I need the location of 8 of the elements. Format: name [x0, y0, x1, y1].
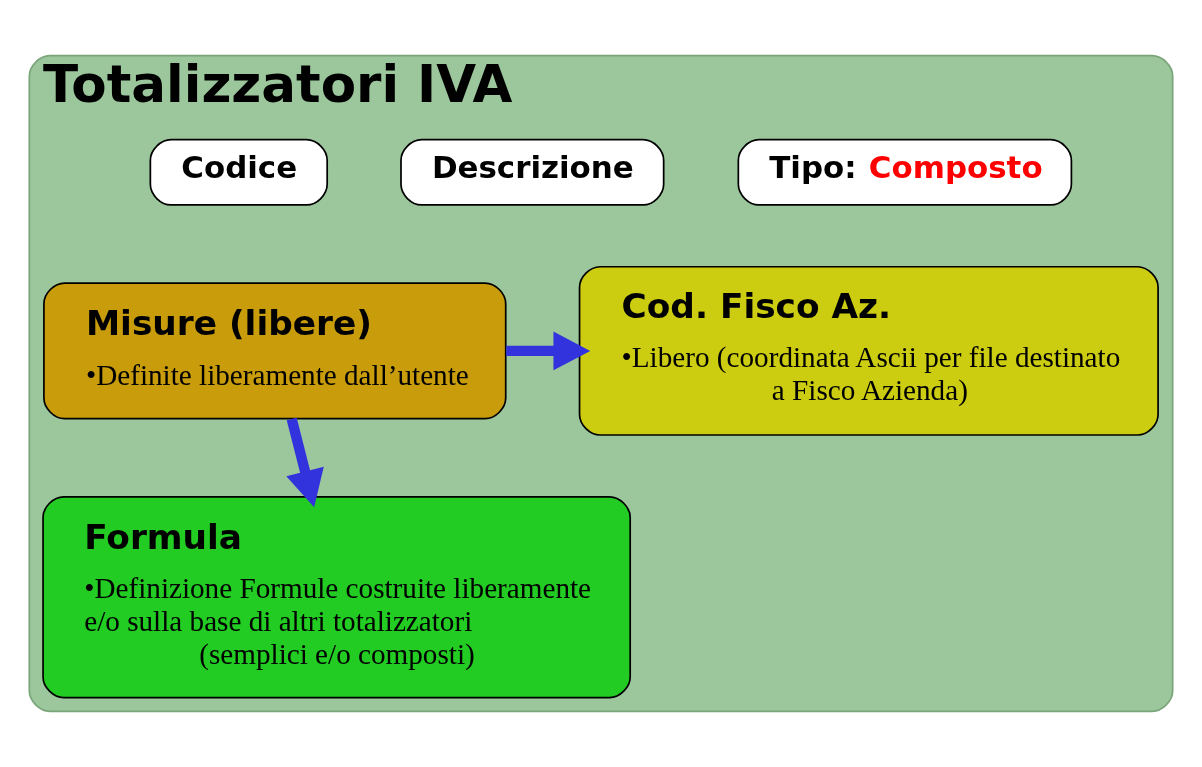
arrow	[286, 417, 324, 508]
node-box: Cod. Fisco Az. •Libero (coordinata Ascii per file destinato a Fisco Azienda)	[578, 265, 1159, 436]
node-box: Descrizione	[400, 138, 665, 206]
node-box: Misure (libere) •Definite liberamente dall’utente	[43, 282, 507, 420]
node-box: Formula •Definizione Formule costruite liberamente e/o sulla base di altri totalizzatori (semplici e/o composti)	[42, 495, 632, 699]
arrow	[506, 331, 591, 371]
node-box: Codice	[149, 138, 329, 206]
node-box: Tipo: Composto	[737, 138, 1073, 206]
